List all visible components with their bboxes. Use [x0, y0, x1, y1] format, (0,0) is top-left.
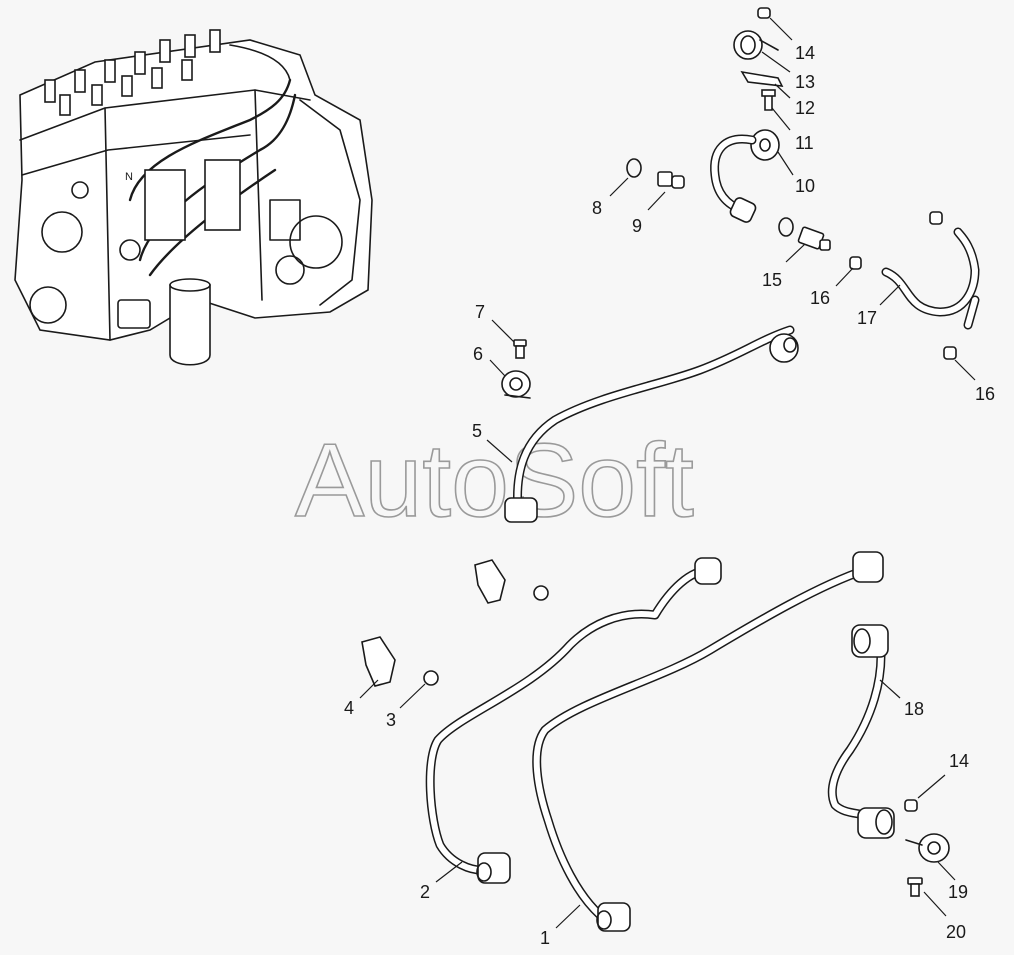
bolt-part-3-upper — [533, 585, 549, 601]
leader-lines — [359, 17, 976, 929]
clip-part-16-bottom — [943, 346, 957, 360]
clip-part-16-top — [849, 256, 862, 270]
callout-12: 12 — [795, 98, 815, 118]
callout-14-top: 14 — [795, 43, 815, 63]
washer-part-8 — [626, 158, 642, 178]
bracket-part-4-upper — [474, 559, 506, 604]
callout-2: 2 — [420, 882, 430, 902]
svg-text:N: N — [125, 171, 133, 183]
callout-19: 19 — [948, 882, 968, 902]
watermark-text: AutoSoft — [295, 423, 694, 539]
callout-3: 3 — [386, 710, 396, 730]
nut-part-14 — [904, 799, 918, 812]
callout-16-top: 16 — [810, 288, 830, 308]
callout-18: 18 — [904, 699, 924, 719]
callout-7: 7 — [475, 302, 485, 322]
clamp-part-6 — [501, 370, 531, 399]
bolt-part-7 — [513, 339, 527, 359]
callout-10: 10 — [795, 176, 815, 196]
fuel-pipe-part-1 — [532, 551, 884, 932]
callout-13: 13 — [795, 72, 815, 92]
fuel-pipe-part-2 — [425, 557, 722, 884]
callout-8: 8 — [592, 198, 602, 218]
bolt-part-11 — [764, 94, 773, 111]
callout-labels: 14 13 12 11 10 8 9 15 16 17 16 7 6 5 4 3… — [344, 43, 995, 948]
banjo-part-10 — [750, 129, 780, 161]
callout-14: 14 — [949, 751, 969, 771]
callout-20: 20 — [946, 922, 966, 942]
callout-11: 11 — [795, 133, 814, 153]
connector-part-9 — [657, 171, 685, 189]
clamp-part-19 — [905, 833, 950, 863]
engine-assembly: N — [14, 29, 373, 366]
clamp-part-13 — [733, 30, 779, 60]
fuel-pipe-part-5 — [504, 325, 799, 523]
callout-9: 9 — [632, 216, 642, 236]
fuel-pipe-part-18 — [827, 624, 895, 839]
bolt-part-3 — [423, 670, 439, 686]
bolt-part-20 — [907, 877, 923, 897]
callout-6: 6 — [473, 344, 483, 364]
callout-15: 15 — [762, 270, 782, 290]
bracket-part-4 — [361, 636, 396, 687]
callout-17: 17 — [857, 308, 877, 328]
return-line-assembly — [626, 7, 980, 360]
callout-5: 5 — [472, 421, 482, 441]
callout-16-bottom: 16 — [975, 384, 995, 404]
plate-part-12 — [740, 70, 784, 87]
nut-part-14-top — [757, 7, 771, 19]
callout-4: 4 — [344, 698, 354, 718]
callout-1: 1 — [540, 928, 550, 948]
